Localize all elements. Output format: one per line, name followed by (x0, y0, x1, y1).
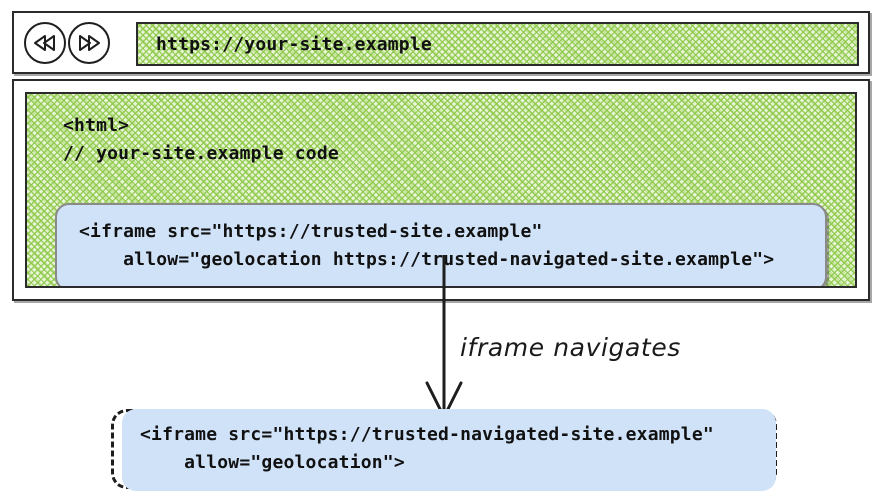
flow-annotation-label: iframe navigates (460, 333, 681, 362)
iframe-declaration-callout: <iframe src="https://trusted-site.exampl… (55, 203, 827, 286)
page-code-line-html: <html> (63, 115, 130, 136)
browser-nav-buttons (24, 22, 110, 64)
address-bar-input[interactable]: https://your-site.example (136, 22, 859, 66)
page-code-line-comment: // your-site.example code (63, 142, 339, 164)
fast-forward-icon (77, 34, 101, 52)
navigated-iframe-src-line: <iframe src="https://trusted-navigated-s… (140, 424, 714, 445)
rewind-icon (33, 34, 57, 52)
navigated-iframe-allow-line: allow="geolocation"> (140, 451, 405, 473)
browser-viewport: <html> // your-site.example code <iframe… (12, 79, 870, 301)
top-level-document: <html> // your-site.example code <iframe… (25, 92, 857, 288)
browser-chrome-bar: https://your-site.example (12, 11, 870, 74)
back-button[interactable] (24, 22, 66, 64)
iframe-src-line: <iframe src="https://trusted-site.exampl… (79, 221, 543, 242)
iframe-allow-line: allow="geolocation https://trusted-navig… (79, 248, 775, 270)
navigated-iframe-callout: <iframe src="https://trusted-navigated-s… (122, 409, 776, 491)
forward-button[interactable] (68, 22, 110, 64)
navigated-iframe-outline: <iframe src="https://trusted-navigated-s… (111, 409, 777, 491)
